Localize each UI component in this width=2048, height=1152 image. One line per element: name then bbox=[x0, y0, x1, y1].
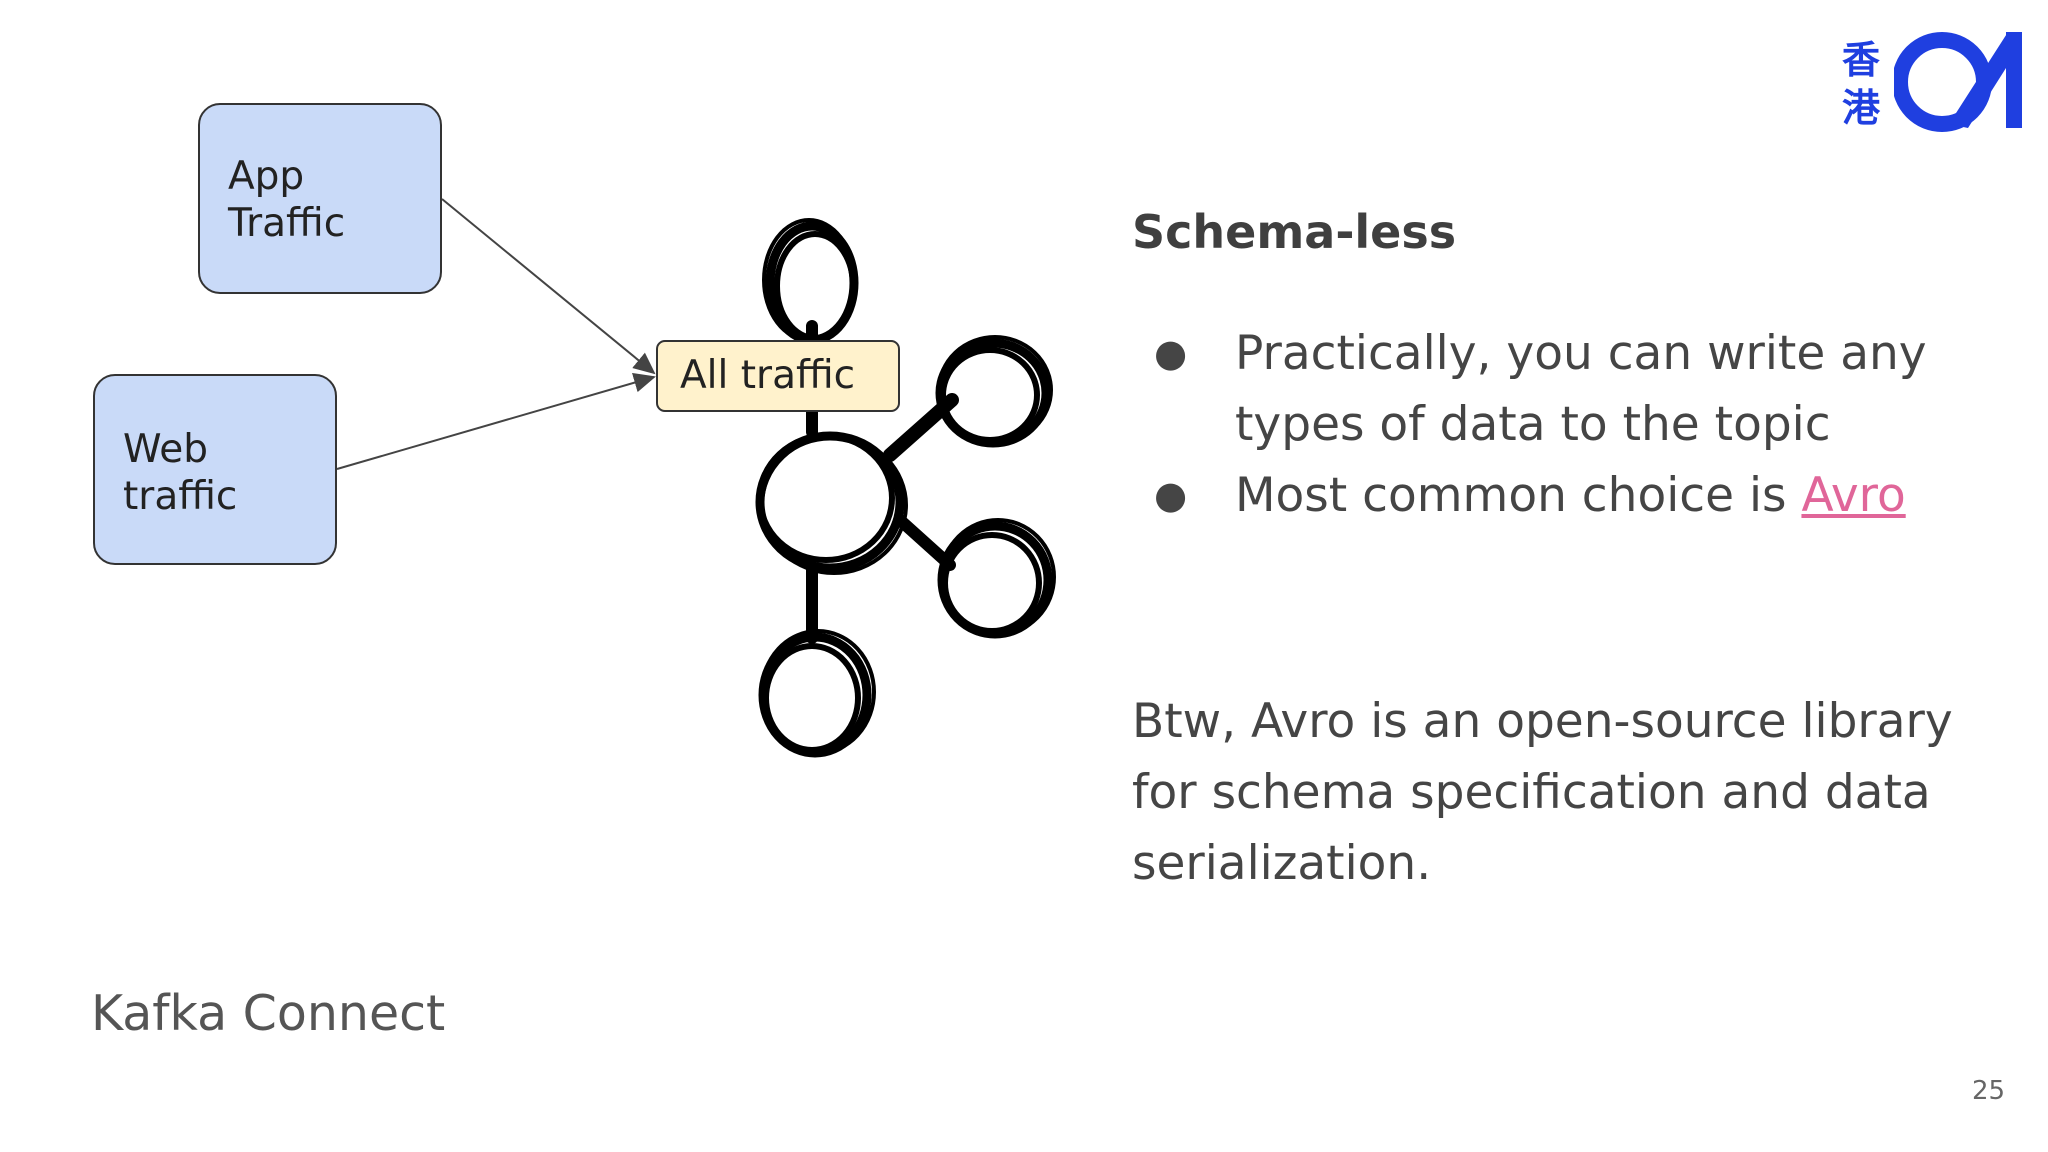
bullet-item: ● Practically, you can write any types o… bbox=[1132, 318, 1992, 460]
sketched-network-icon bbox=[755, 218, 1056, 758]
bullet-dot-icon: ● bbox=[1154, 331, 1188, 375]
all-traffic-box: All traffic bbox=[656, 340, 900, 412]
arrow-web-to-all bbox=[336, 372, 656, 470]
bullet-item: ● Most common choice is Avro bbox=[1132, 460, 1992, 531]
bullet-list: ● Practically, you can write any types o… bbox=[1132, 318, 1992, 531]
app-traffic-line2: Traffic bbox=[228, 201, 346, 246]
app-traffic-box: App Traffic bbox=[198, 103, 442, 294]
web-traffic-line1: Web bbox=[123, 427, 209, 472]
note-text: Btw, Avro is an open-source library for … bbox=[1132, 694, 1953, 891]
web-traffic-line2: traffic bbox=[123, 474, 238, 519]
web-traffic-box: Web traffic bbox=[93, 374, 337, 565]
logo-char-bottom: 港 bbox=[1842, 86, 1881, 130]
logo-char-top: 香 bbox=[1842, 38, 1881, 82]
bullet-text: Practically, you can write any types of … bbox=[1235, 326, 1927, 452]
slide-heading: Schema-less bbox=[1132, 205, 1457, 259]
logo-text: 香 港 bbox=[1842, 36, 1894, 132]
avro-link[interactable]: Avro bbox=[1801, 468, 1906, 523]
app-traffic-line1: App bbox=[228, 154, 305, 199]
bullet-text: Most common choice is bbox=[1235, 468, 1802, 523]
bullet-dot-icon: ● bbox=[1154, 473, 1188, 517]
arrow-app-to-all bbox=[441, 198, 656, 375]
logo-01-icon bbox=[1894, 32, 2022, 132]
page-number: 25 bbox=[1972, 1076, 2006, 1106]
all-traffic-label: All traffic bbox=[680, 353, 856, 398]
footer-title: Kafka Connect bbox=[91, 985, 446, 1042]
brand-logo: 香 港 bbox=[1842, 28, 2032, 138]
